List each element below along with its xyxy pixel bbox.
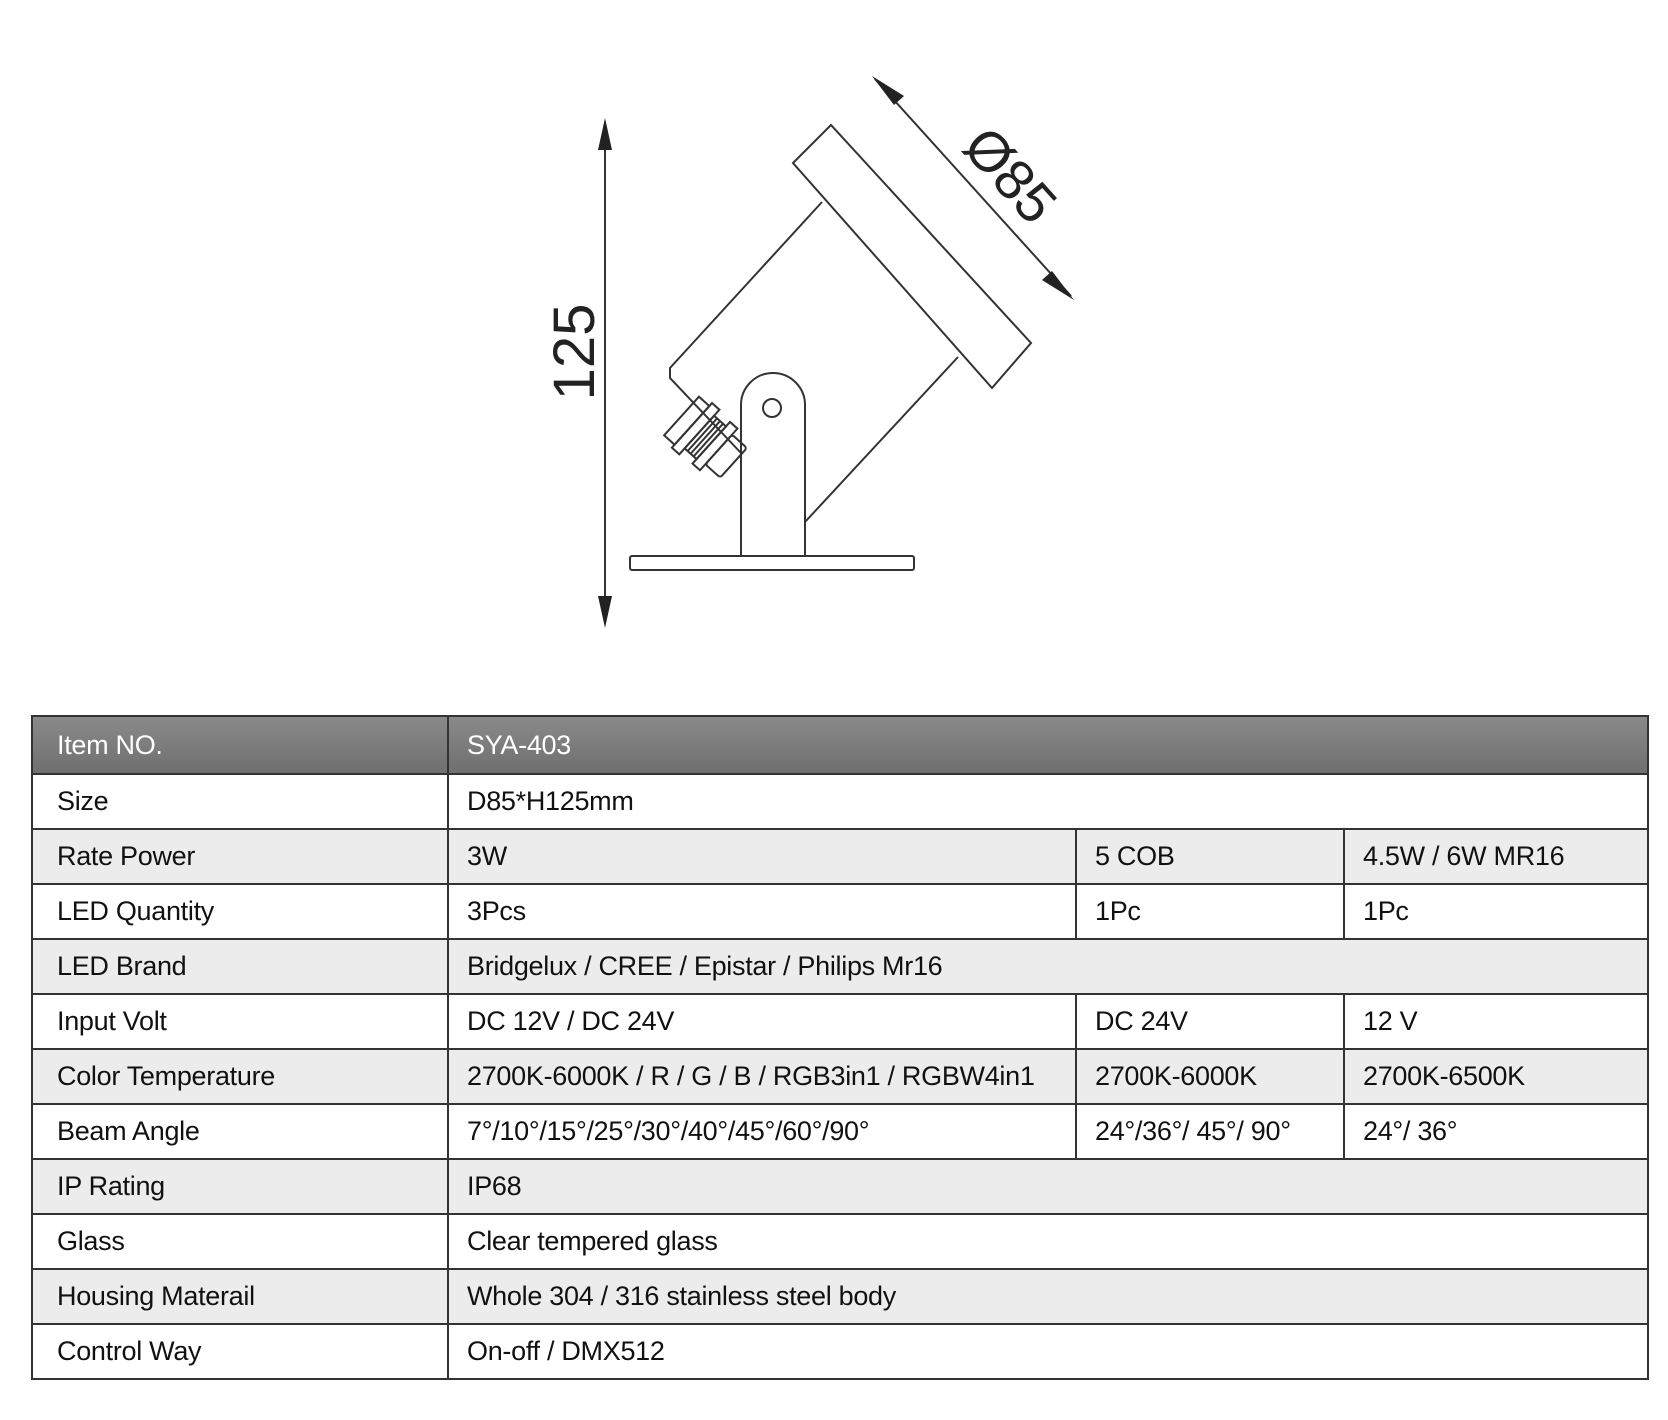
row-label: LED Quantity (31, 883, 449, 940)
row-value: 2700K-6000K (1075, 1048, 1345, 1105)
arrow-up-left-icon (872, 76, 904, 105)
row-value: IP68 (446, 1158, 1650, 1215)
lamp-lens-cap (791, 123, 1033, 390)
row-value: 2700K-6000K / R / G / B / RGB3in1 / RGBW… (447, 1048, 1077, 1105)
row-value: 24°/36°/ 45°/ 90° (1075, 1103, 1345, 1160)
row-value: On-off / DMX512 (446, 1323, 1650, 1380)
row-label: Item NO. (31, 715, 449, 775)
row-label: LED Brand (31, 938, 449, 995)
row-label: Color Temperature (31, 1048, 449, 1105)
arrow-down-right-icon (1042, 271, 1074, 300)
row-value: 2700K-6500K (1342, 1048, 1650, 1105)
row-value: 1Pc (1342, 883, 1650, 940)
diameter-dimension-line (874, 78, 1072, 297)
product-dimension-drawing: 125 Ø85 (542, 76, 1074, 628)
row-value: Whole 304 / 316 stainless steel body (446, 1268, 1650, 1325)
cable-gland (662, 395, 747, 478)
row-value: 7°/10°/15°/25°/30°/40°/45°/60°/90° (447, 1103, 1077, 1160)
row-label: Size (31, 773, 449, 830)
row-value: 24°/ 36° (1342, 1103, 1650, 1160)
pivot-hole-icon (762, 398, 782, 418)
row-value: DC 24V (1075, 993, 1345, 1050)
diameter-label: Ø85 (952, 115, 1070, 236)
height-label: 125 (542, 304, 607, 401)
row-value: 5 COB (1075, 828, 1345, 885)
row-value: 3Pcs (447, 883, 1077, 940)
row-label: Rate Power (31, 828, 449, 885)
arrow-down-icon (598, 596, 612, 628)
lamp-body (669, 201, 959, 523)
row-value: DC 12V / DC 24V (447, 993, 1077, 1050)
base-plate (629, 555, 915, 571)
row-value: 3W (447, 828, 1077, 885)
row-label: Glass (31, 1213, 449, 1270)
row-label: IP Rating (31, 1158, 449, 1215)
row-value: 1Pc (1075, 883, 1345, 940)
row-value: SYA-403 (446, 715, 1650, 775)
row-label: Housing Materail (31, 1268, 449, 1325)
row-label: Input Volt (31, 993, 449, 1050)
row-value: Bridgelux / CREE / Epistar / Philips Mr1… (446, 938, 1650, 995)
table-header-row: Item NO.SYA-403 (31, 715, 1650, 775)
row-value: D85*H125mm (446, 773, 1650, 830)
mount-post (740, 372, 806, 556)
row-label: Beam Angle (31, 1103, 449, 1160)
row-label: Control Way (31, 1323, 449, 1380)
arrow-up-icon (598, 118, 612, 150)
row-value: 4.5W / 6W MR16 (1342, 828, 1650, 885)
row-value: 12 V (1342, 993, 1650, 1050)
row-value: Clear tempered glass (446, 1213, 1650, 1270)
